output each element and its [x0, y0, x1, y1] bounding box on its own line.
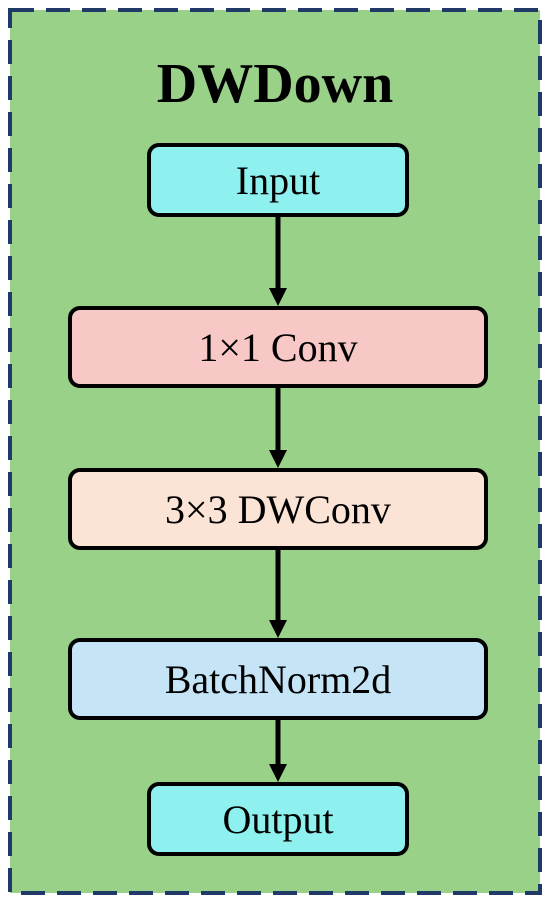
arrowhead-conv1x1-to-dwconv3x3: [269, 450, 287, 468]
arrowhead-batchnorm-to-output: [269, 764, 287, 782]
output-node: Output: [147, 782, 409, 856]
arrowhead-dwconv3x3-to-batchnorm: [269, 620, 287, 638]
batchnorm-node: BatchNorm2d: [68, 638, 488, 720]
arrowhead-input-to-conv1x1: [269, 288, 287, 306]
conv-1x1-node: 1×1 Conv: [68, 306, 488, 388]
input-node: Input: [147, 143, 409, 217]
diagram-title: DWDown: [156, 53, 394, 115]
dwconv-3x3-node: 3×3 DWConv: [68, 468, 488, 550]
arrow-group: [269, 217, 287, 782]
